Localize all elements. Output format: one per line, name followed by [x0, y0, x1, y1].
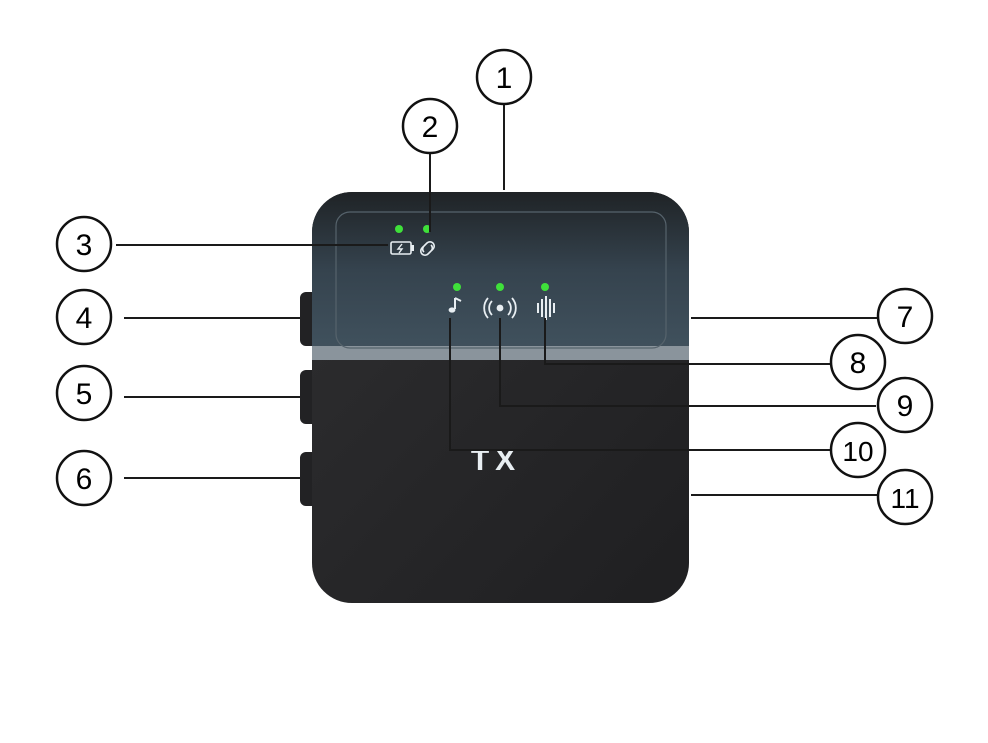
callout-3: 3 [55, 215, 113, 273]
callout-7: 7 [876, 287, 934, 345]
leader-10 [449, 318, 832, 451]
music-led [453, 283, 461, 291]
noise-led [541, 283, 549, 291]
leader-9 [499, 318, 876, 407]
callout-9: 9 [876, 376, 934, 434]
callout-6: 6 [55, 449, 113, 507]
svg-text:7: 7 [897, 301, 914, 334]
svg-text:5: 5 [76, 378, 93, 411]
svg-text:1: 1 [496, 62, 513, 95]
svg-text:9: 9 [897, 390, 914, 423]
callout-5: 5 [55, 364, 113, 422]
broadcast-icon [483, 297, 517, 319]
callout-11: 11 [876, 468, 934, 526]
battery-charging-icon [390, 241, 414, 255]
svg-text:3: 3 [76, 229, 93, 262]
broadcast-led [496, 283, 504, 291]
svg-text:10: 10 [842, 436, 873, 467]
link-icon [419, 240, 436, 257]
callout-2: 2 [401, 97, 459, 155]
battery-led [395, 225, 403, 233]
leader-lines [116, 104, 877, 496]
callout-4: 4 [55, 288, 113, 346]
callouts: 1 2 3 4 5 6 7 8 [55, 48, 934, 526]
device-label: TX [471, 444, 521, 477]
callout-8: 8 [829, 333, 887, 391]
music-note-icon [448, 297, 462, 313]
callout-10: 10 [829, 421, 887, 479]
svg-text:6: 6 [76, 463, 93, 496]
callout-1: 1 [475, 48, 533, 106]
svg-text:4: 4 [76, 302, 93, 335]
svg-text:11: 11 [890, 483, 919, 514]
svg-text:2: 2 [422, 111, 439, 144]
leader-8 [544, 318, 832, 365]
svg-text:8: 8 [850, 347, 867, 380]
sound-wave-icon [537, 296, 555, 320]
